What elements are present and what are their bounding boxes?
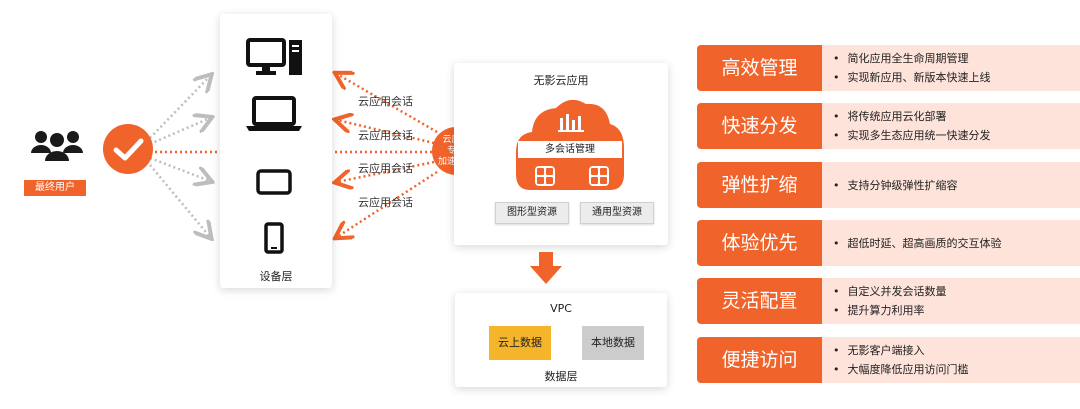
feature-title: 体验优先 bbox=[697, 220, 822, 266]
desktop-icon bbox=[246, 38, 304, 76]
laptop-icon bbox=[244, 96, 304, 132]
device-layer-label: 设备层 bbox=[259, 270, 293, 283]
down-arrow-icon bbox=[530, 252, 562, 284]
session-label-4: 云应用会话 bbox=[358, 196, 413, 209]
graphic-resource: 图形型资源 bbox=[495, 202, 569, 224]
session-management-bar: 多会话管理 bbox=[518, 141, 622, 158]
feature-title: 高效管理 bbox=[697, 45, 822, 91]
vpc-title: VPC bbox=[550, 302, 572, 315]
gateway-to-desktop-arrow bbox=[337, 74, 438, 134]
feature-bullet: 支持分钟级弹性扩缩容 bbox=[833, 176, 958, 195]
feature-row: 便捷访问 无影客户端接入 大幅度降低应用访问门槛 bbox=[697, 337, 1080, 383]
feature-bullet: 将传统应用云化部署 bbox=[833, 107, 991, 126]
cloud-data-box: 云上数据 bbox=[489, 326, 551, 360]
user-to-laptop-arrow bbox=[149, 118, 210, 146]
feature-bullet: 超低时延、超高画质的交互体验 bbox=[833, 234, 1002, 253]
feature-bullet: 简化应用全生命周期管理 bbox=[833, 49, 991, 68]
feature-row: 高效管理 简化应用全生命周期管理 实现新应用、新版本快速上线 bbox=[697, 45, 1080, 91]
session-label-1: 云应用会话 bbox=[358, 95, 413, 108]
feature-bullet: 实现多生态应用统一快速分发 bbox=[833, 126, 991, 145]
data-layer-label: 数据层 bbox=[544, 370, 578, 383]
feature-bullet: 提升算力利用率 bbox=[833, 301, 947, 320]
users-icon bbox=[29, 127, 85, 167]
local-data-box: 本地数据 bbox=[582, 326, 644, 360]
tablet-icon bbox=[256, 169, 292, 195]
phone-icon bbox=[264, 222, 284, 254]
check-icon bbox=[103, 124, 153, 174]
user-to-tablet-arrow bbox=[149, 156, 210, 181]
feature-bullet: 无影客户端接入 bbox=[833, 341, 969, 360]
feature-bullet: 自定义并发会话数量 bbox=[833, 282, 947, 301]
feature-title: 弹性扩缩 bbox=[697, 162, 822, 208]
user-to-desktop-arrow bbox=[149, 76, 210, 139]
feature-row: 体验优先 超低时延、超高画质的交互体验 bbox=[697, 220, 1080, 266]
feature-bullet: 实现新应用、新版本快速上线 bbox=[833, 68, 991, 87]
feature-row: 灵活配置 自定义并发会话数量 提升算力利用率 bbox=[697, 278, 1080, 324]
app-grid-icon bbox=[588, 165, 610, 187]
feature-row: 弹性扩缩 支持分钟级弹性扩缩容 bbox=[697, 162, 1080, 208]
feature-bullet: 大幅度降低应用访问门槛 bbox=[833, 360, 969, 379]
feature-title: 快速分发 bbox=[697, 103, 822, 149]
feature-title: 灵活配置 bbox=[697, 278, 822, 324]
general-resource: 通用型资源 bbox=[580, 202, 654, 224]
user-to-phone-arrow bbox=[149, 164, 210, 237]
session-label-2: 云应用会话 bbox=[358, 129, 413, 142]
session-label-3: 云应用会话 bbox=[358, 162, 413, 175]
end-user-label: 最终用户 bbox=[24, 180, 86, 196]
app-grid-icon bbox=[534, 165, 556, 187]
feature-title: 便捷访问 bbox=[697, 337, 822, 383]
gateway-to-tablet-arrow bbox=[337, 160, 435, 182]
feature-row: 快速分发 将传统应用云化部署 实现多生态应用统一快速分发 bbox=[697, 103, 1080, 149]
cloud-app-title: 无影云应用 bbox=[533, 74, 589, 87]
gateway-to-laptop-arrow bbox=[337, 120, 435, 145]
